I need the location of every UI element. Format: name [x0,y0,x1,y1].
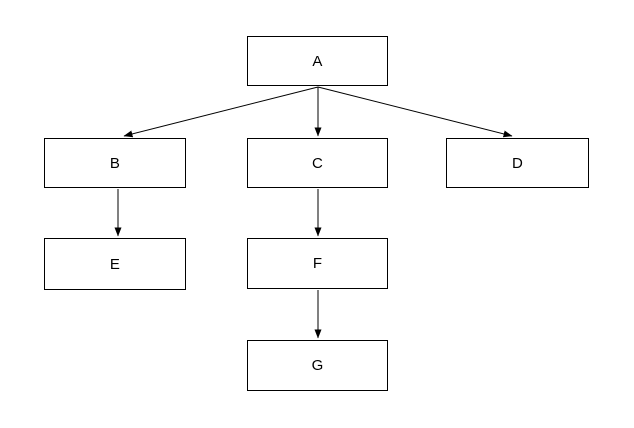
node-label: B [109,154,121,172]
node-label: F [312,255,323,272]
node-b[interactable]: B [44,138,186,188]
node-a[interactable]: A [247,36,388,86]
node-label: A [312,52,323,70]
node-e[interactable]: E [44,238,186,290]
edge-a-to-d [317,86,513,138]
node-label: E [109,255,121,273]
node-label: D [511,154,524,172]
node-g[interactable]: G [247,340,388,391]
node-label: C [311,154,324,172]
edge-a-to-b [123,86,319,138]
node-label: G [311,357,324,374]
node-c[interactable]: C [247,138,388,188]
node-f[interactable]: F [247,238,388,289]
node-d[interactable]: D [446,138,589,188]
